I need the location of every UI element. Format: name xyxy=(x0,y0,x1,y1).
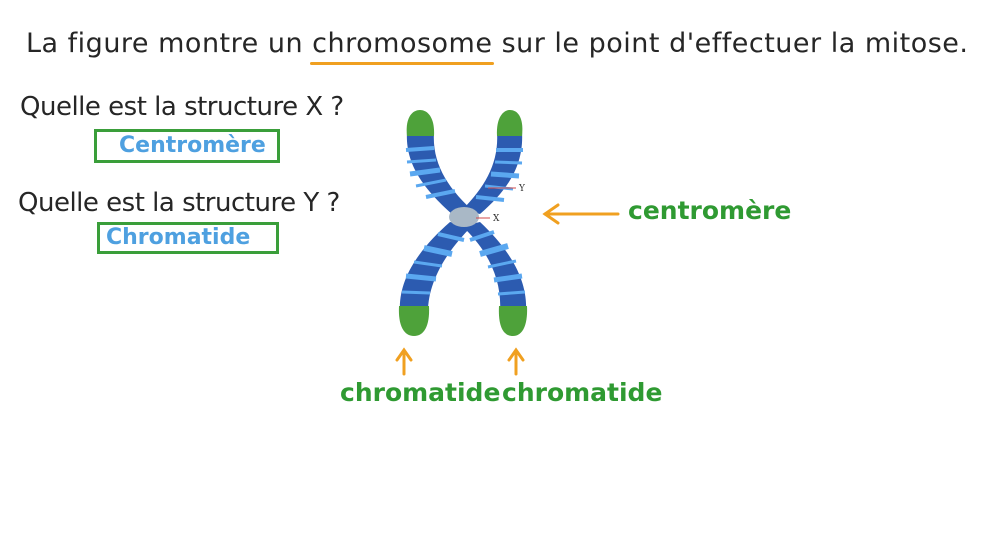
label-centromere: centromère xyxy=(628,196,792,225)
marker-x: X xyxy=(493,214,500,224)
label-chromatid-left: chromatide xyxy=(340,378,501,407)
marker-y: Y xyxy=(518,184,526,194)
problem-statement: La figure montre un chromosome sur le po… xyxy=(26,28,969,65)
telomere-upper-left xyxy=(406,110,435,136)
heading-text-before: La figure montre un xyxy=(26,28,313,59)
question-x: Quelle est la structure X ? xyxy=(20,92,344,122)
chromatid-arm-lower-left xyxy=(399,222,472,312)
question-y: Quelle est la structure Y ? xyxy=(18,188,340,218)
telomere-lower-left xyxy=(398,306,430,336)
telomere-upper-right xyxy=(496,110,523,136)
arrow-to-chromatid-left xyxy=(395,347,413,376)
chromatid-arm-lower-right xyxy=(462,222,527,312)
heading-highlight-word: chromosome xyxy=(310,28,495,65)
heading-text-after: sur le point d'effectuer la mitose. xyxy=(492,28,969,59)
telomere-lower-right xyxy=(498,306,528,336)
chromatid-arm-upper-left xyxy=(405,132,472,214)
arrow-to-chromatid-right xyxy=(507,347,525,376)
chromatid-arm-upper-right xyxy=(462,132,523,214)
answer-box-y: Chromatide xyxy=(97,222,279,254)
arrow-to-centromere xyxy=(542,203,620,225)
centromere xyxy=(449,207,479,227)
answer-box-x: Centromère xyxy=(94,129,280,163)
label-chromatid-right: chromatide xyxy=(502,378,663,407)
